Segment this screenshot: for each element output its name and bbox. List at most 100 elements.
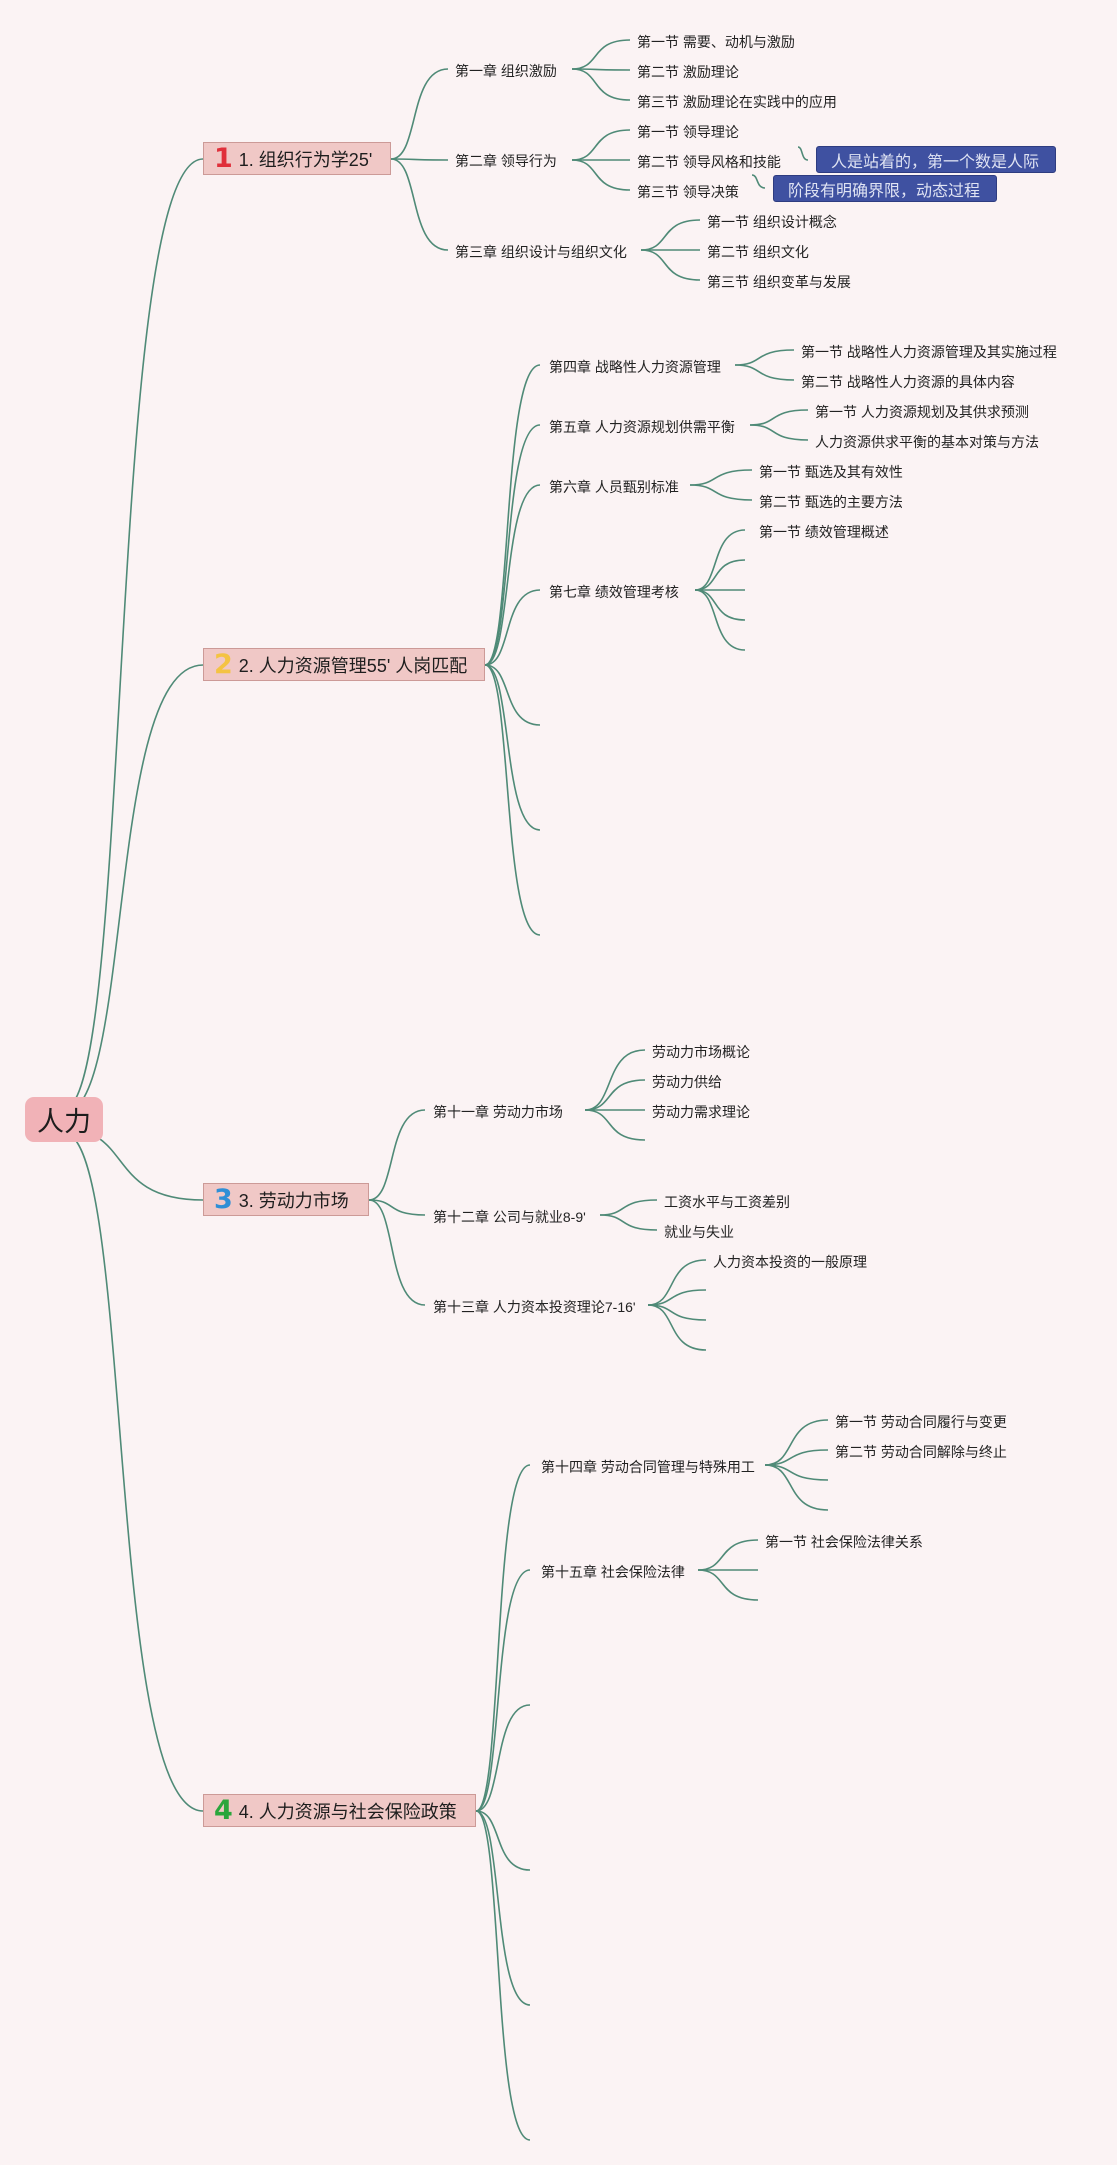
connector-line (484, 484, 541, 666)
root-node[interactable]: 人力 (25, 1097, 103, 1142)
connector-line (484, 364, 541, 666)
topic-label: 4. 人力资源与社会保险政策 (238, 1801, 457, 1822)
section-node[interactable]: 劳动力市场概论 (652, 1044, 750, 1060)
connector-line (647, 1259, 707, 1306)
chapter-node[interactable]: 第十一章 劳动力市场 (433, 1104, 563, 1120)
connector-line (475, 1464, 531, 1812)
connector-line (63, 1132, 204, 1812)
connector-line (368, 1199, 426, 1216)
connector-line (694, 559, 746, 591)
topic-number-icon: 3 (214, 1184, 233, 1215)
chapter-node[interactable]: 第十二章 公司与就业8-9' (433, 1209, 586, 1225)
connector-line (647, 1304, 707, 1351)
connector-line (475, 1810, 531, 2141)
topic-labor-market[interactable]: 3 3. 劳动力市场 (203, 1183, 369, 1216)
section-node[interactable]: 第一节 战略性人力资源管理及其实施过程 (801, 344, 1057, 360)
section-node[interactable]: 人力资本投资的一般原理 (713, 1254, 867, 1270)
chapter-node[interactable]: 第二章 领导行为 (455, 153, 557, 169)
topic-label: 3. 劳动力市场 (238, 1190, 349, 1211)
chapter-node[interactable]: 第一章 组织激励 (455, 63, 557, 79)
section-node[interactable]: 第一节 绩效管理概述 (759, 524, 889, 540)
section-node[interactable]: 第一节 劳动合同履行与变更 (835, 1414, 1007, 1430)
connector-line (647, 1304, 707, 1321)
topic-organizational-behavior[interactable]: 1 1. 组织行为学25' (203, 142, 391, 175)
section-node[interactable]: 第一节 甄选及其有效性 (759, 464, 903, 480)
connector-line (390, 158, 449, 161)
connector-line (697, 1569, 759, 1601)
connector-line (694, 529, 746, 591)
connector-line (689, 469, 753, 486)
connector-line (599, 1214, 658, 1231)
connector-line (571, 68, 631, 71)
connector-line (797, 146, 809, 161)
leadership-style-callout[interactable]: 人是站着的，第一个数是人际 (816, 146, 1056, 173)
connector-line (647, 1289, 707, 1306)
topic-social-insurance-policy[interactable]: 4 4. 人力资源与社会保险政策 (203, 1794, 476, 1827)
connector-line (571, 68, 631, 101)
connector-line (390, 158, 449, 251)
section-node[interactable]: 第一节 领导理论 (637, 124, 739, 140)
connector-line (484, 664, 541, 726)
chapter-node[interactable]: 第三章 组织设计与组织文化 (455, 244, 627, 260)
connector-line (764, 1419, 829, 1466)
connector-line (571, 159, 631, 191)
connector-line (689, 484, 753, 501)
section-node[interactable]: 第三节 组织变革与发展 (707, 274, 851, 290)
topic-label: 2. 人力资源管理55' 人岗匹配 (238, 655, 468, 676)
connector-line (584, 1109, 646, 1141)
connector-line (764, 1449, 829, 1466)
chapter-node[interactable]: 第六章 人员甄别标准 (549, 479, 679, 495)
section-node[interactable]: 工资水平与工资差别 (664, 1194, 790, 1210)
connector-line (484, 424, 541, 666)
section-node[interactable]: 就业与失业 (664, 1224, 734, 1240)
connector-line (475, 1810, 531, 1871)
connector-line (571, 39, 631, 70)
section-node[interactable]: 第二节 领导风格和技能 (637, 154, 781, 170)
section-node[interactable]: 第三节 激励理论在实践中的应用 (637, 94, 837, 110)
connector-line (751, 174, 766, 189)
connector-line (484, 664, 541, 831)
section-node[interactable]: 第二节 战略性人力资源的具体内容 (801, 374, 1015, 390)
topic-number-icon: 1 (214, 143, 233, 174)
section-node[interactable]: 第二节 劳动合同解除与终止 (835, 1444, 1007, 1460)
connector-line (694, 589, 746, 651)
section-node[interactable]: 人力资源供求平衡的基本对策与方法 (815, 434, 1039, 450)
leadership-decision-callout[interactable]: 阶段有明确界限，动态过程 (773, 175, 997, 202)
section-node[interactable]: 第一节 社会保险法律关系 (765, 1534, 923, 1550)
chapter-node[interactable]: 第四章 战略性人力资源管理 (549, 359, 721, 375)
section-node[interactable]: 劳动力需求理论 (652, 1104, 750, 1120)
chapter-node[interactable]: 第十五章 社会保险法律 (541, 1564, 685, 1580)
section-node[interactable]: 第二节 激励理论 (637, 64, 739, 80)
section-node[interactable]: 第一节 人力资源规划及其供求预测 (815, 404, 1029, 420)
section-node[interactable]: 第三节 领导决策 (637, 184, 739, 200)
topic-number-icon: 2 (214, 649, 233, 680)
connector-line (694, 589, 746, 621)
connector-line (734, 364, 795, 381)
connector-line (640, 219, 701, 251)
connector-line (749, 409, 809, 426)
connector-line (640, 249, 701, 281)
connector-line (63, 664, 204, 1114)
connector-line (749, 424, 809, 441)
chapter-node[interactable]: 第十三章 人力资本投资理论7-16' (433, 1299, 636, 1315)
connector-line (599, 1199, 658, 1216)
chapter-node[interactable]: 第七章 绩效管理考核 (549, 584, 679, 600)
connector-line (63, 158, 204, 1110)
connector-line (475, 1569, 531, 1812)
chapter-node[interactable]: 第十四章 劳动合同管理与特殊用工 (541, 1459, 755, 1475)
connector-line (475, 1810, 531, 2006)
section-node[interactable]: 第二节 甄选的主要方法 (759, 494, 903, 510)
section-node[interactable]: 第一节 组织设计概念 (707, 214, 837, 230)
topic-label: 1. 组织行为学25' (238, 149, 373, 170)
section-node[interactable]: 第一节 需要、动机与激励 (637, 34, 795, 50)
topic-hr-management[interactable]: 2 2. 人力资源管理55' 人岗匹配 (203, 648, 485, 681)
section-node[interactable]: 第二节 组织文化 (707, 244, 809, 260)
connector-line (584, 1049, 646, 1111)
section-node[interactable]: 劳动力供给 (652, 1074, 722, 1090)
topic-number-icon: 4 (214, 1795, 233, 1826)
chapter-node[interactable]: 第五章 人力资源规划供需平衡 (549, 419, 735, 435)
connector-line (734, 349, 795, 366)
connector-line (584, 1079, 646, 1111)
